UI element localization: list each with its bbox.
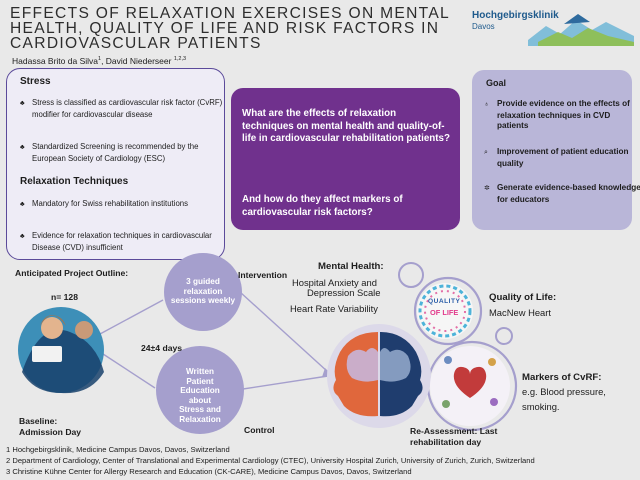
intervention-circle-text: 3 guided relaxation sessions weekly [170,277,236,305]
decor-circle [495,327,513,345]
poster-title: EFFECTS OF RELAXATION EXERCISES ON MENTA… [10,5,450,52]
qol-measure: MacNew Heart [489,307,551,318]
baseline-label: Baseline: [19,416,58,426]
decor-circle [413,276,483,346]
logo-subtitle: Davos [472,22,495,31]
control-circle-text: Written Patient Education about Stress a… [179,367,221,424]
relaxation-bullet-2: ♣Evidence for relaxation techniques in c… [20,231,212,252]
connector-line [99,351,156,389]
cvrf-heading: Markers of CvRF: [522,372,602,383]
cvrf-line-1: e.g. Blood pressure, [522,386,606,397]
relaxation-heading: Relaxation Techniques [20,176,129,187]
mental-health-heading: Mental Health: [318,261,384,272]
outline-heading: Anticipated Project Outline: [15,268,129,278]
cvrf-line-2: smoking. [522,401,560,412]
intervention-circle [164,253,242,331]
affiliations: 1 Hochgebirgsklinik, Medicine Campus Dav… [6,444,636,477]
sample-size: n= 128 [51,292,78,302]
stress-bullet-2: ♣Standardized Screening is recommended b… [20,142,199,163]
affiliation-3: 3 Christine Kühne Center for Allergy Res… [6,467,412,476]
connector-line [239,291,329,373]
duration-label: 24±4 days [141,343,183,353]
author-1-affiliation: 1 [98,56,102,63]
connector-line [242,375,329,390]
mental-health-line-1: Hospital Anxiety and [292,277,377,288]
admission-label: Admission Day [19,427,82,437]
bullet-icon: ♁ [484,101,490,108]
intervention-label: Intervention [238,270,288,280]
author-2: , David Niederseer [101,56,174,66]
logo-name: Hochgebirgsklinik [472,10,559,21]
goal-item-3: ✲Generate evidence-based knowledge for e… [484,183,640,204]
affiliation-1: 1 Hochgebirgsklinik, Medicine Campus Dav… [6,445,230,454]
goal-heading: Goal [486,78,507,88]
connector-line [99,299,164,335]
research-question-2: And how do they affect markers of cardio… [242,194,403,218]
bullet-icon: ♣ [20,201,25,208]
hochgebirgsklinik-logo [528,14,634,46]
qol-heading: Quality of Life: [489,292,557,303]
mental-health-line-2: Depression Scale [307,287,381,298]
control-circle [156,346,244,434]
goal-item-2: ⌕Improvement of patient education qualit… [484,147,629,168]
reassessment-label: Re-Assessment: Last rehabilitation day [410,426,498,447]
authors: Hadassa Brito da Silva1, David Niedersee… [12,56,186,66]
bullet-icon: ♣ [20,100,25,107]
goal-item-1: ♁Provide evidence on the effects of rela… [484,99,630,130]
bullet-icon: ♣ [20,233,25,240]
qol-logo-line-2: OF LIFE [430,308,459,317]
bullet-icon: ♣ [20,144,25,151]
affiliation-2: 2 Department of Cardiology, Center of Tr… [6,456,535,465]
research-question-panel: What are the effects of relaxation techn… [231,88,460,230]
author-2-affiliation: 1,2,3 [173,56,187,63]
goal-panel: Goal ♁Provide evidence on the effects of… [472,70,640,230]
mental-health-line-3: Heart Rate Variability [290,303,378,314]
author-1: Hadassa Brito da Silva [12,56,98,66]
stress-bullet-1: ♣Stress is classified as cardiovascular … [20,98,223,119]
background-panel: Stress ♣Stress is classified as cardiova… [6,68,225,260]
control-label: Control [244,425,275,435]
qol-logo-line-1: QUALITY [428,298,461,305]
research-question-1: What are the effects of relaxation techn… [242,108,450,144]
stress-heading: Stress [20,76,51,87]
relaxation-bullet-1: ♣Mandatory for Swiss rehabilitation inst… [19,199,228,211]
bullet-icon: ✲ [484,185,490,192]
bullet-icon: ⌕ [484,149,488,156]
decor-circle [398,262,424,288]
